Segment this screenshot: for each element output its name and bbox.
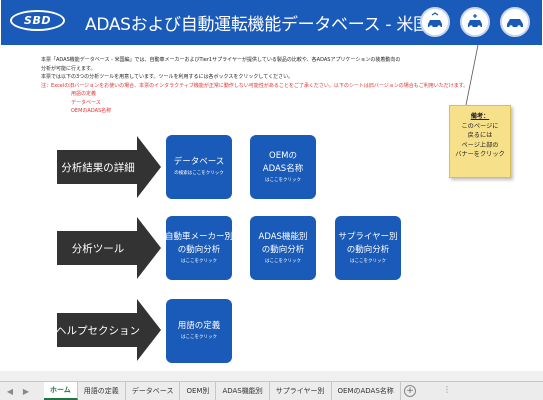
tile-title: データベース bbox=[173, 157, 225, 167]
tile-title: ADAS機能別 bbox=[258, 231, 308, 242]
supplier-trend-button[interactable]: サプライヤー別 の動向分析 はここをクリック bbox=[335, 216, 401, 280]
sheet-tabs: ホーム 用語の定義 データベース OEM別 ADAS機能別 サプライヤー別 OE… bbox=[44, 382, 401, 400]
cursor-car-icon[interactable] bbox=[460, 7, 490, 37]
sheet-tab-home[interactable]: ホーム bbox=[44, 382, 78, 400]
section-label: ヘルプセクション bbox=[56, 324, 140, 337]
section-label: 分析ツール bbox=[71, 242, 125, 255]
prev-sheet-icon[interactable]: ◀ bbox=[6, 386, 14, 396]
tile-title: の動向分析 bbox=[261, 244, 305, 255]
sbd-logo: SBD bbox=[10, 10, 65, 31]
sticky-line: このページに bbox=[461, 122, 499, 130]
intro-line-3: 本票では以下の3つの分析ツールを用意しています。ツールを利用するには各ボックスを… bbox=[41, 74, 294, 80]
next-sheet-icon[interactable]: ▶ bbox=[22, 386, 30, 396]
intro-link-database[interactable]: データベース bbox=[71, 99, 101, 106]
oem-adas-names-button[interactable]: OEMの ADAS名称 はここをクリック bbox=[250, 135, 316, 199]
horizontal-scroll-area[interactable] bbox=[0, 371, 543, 381]
sticky-line: バナーをクリック bbox=[455, 151, 505, 158]
more-options-icon[interactable]: ⋮ bbox=[443, 385, 451, 394]
tile-subtitle: の検索はここをクリック bbox=[174, 171, 224, 176]
sheet-tab-oem[interactable]: OEM別 bbox=[180, 382, 217, 400]
sticky-line: 戻るには bbox=[467, 132, 493, 139]
database-button[interactable]: データベース の検索はここをクリック bbox=[166, 135, 232, 199]
add-sheet-icon[interactable]: + bbox=[404, 385, 416, 397]
connector-line bbox=[465, 45, 479, 106]
tile-subtitle: はここをクリック bbox=[265, 177, 301, 183]
intro-note: 注：Excelの旧バージョンをお使いの場合、本票のインタラクティブ機能が正常に動… bbox=[41, 82, 469, 89]
tile-title: ADAS名称 bbox=[262, 163, 304, 174]
logo-text: SBD bbox=[24, 14, 51, 27]
section-arrow-analysis-details: 分析結果の詳細 bbox=[57, 136, 161, 198]
tile-title: OEMの bbox=[269, 150, 297, 161]
car-icon[interactable] bbox=[500, 7, 530, 37]
section-label: 分析結果の詳細 bbox=[61, 161, 135, 174]
tile-subtitle: はここをクリック bbox=[181, 258, 217, 264]
header-banner[interactable]: SBD ADASおよび自動運転機能データベース - 米国編 bbox=[1, 0, 542, 45]
tile-subtitle: はここをクリック bbox=[265, 258, 301, 264]
sticky-heading: 備考： bbox=[470, 113, 490, 120]
tile-title: 用語の定義 bbox=[177, 321, 221, 331]
tile-subtitle: はここをクリック bbox=[181, 335, 217, 340]
intro-text: 本票「ADAS機能データベース - 米国編」では、自動車メーカーおよびTier1… bbox=[41, 56, 469, 116]
sheet-tab-database[interactable]: データベース bbox=[126, 382, 181, 400]
adas-function-trend-button[interactable]: ADAS機能別 の動向分析 はここをクリック bbox=[250, 216, 316, 280]
sheet-tab-terms[interactable]: 用語の定義 bbox=[78, 382, 126, 400]
tile-title: の動向分析 bbox=[177, 244, 221, 255]
terms-definition-button[interactable]: 用語の定義 はここをクリック bbox=[166, 299, 232, 363]
tile-title: サプライヤー別 bbox=[338, 231, 398, 242]
sheet-tab-bar: ◀ ▶ ホーム 用語の定義 データベース OEM別 ADAS機能別 サプライヤー… bbox=[0, 381, 543, 400]
page-title: ADASおよび自動運転機能データベース - 米国編 bbox=[85, 15, 447, 35]
tile-title: の動向分析 bbox=[346, 244, 390, 255]
intro-line-1: 本票「ADAS機能データベース - 米国編」では、自動車メーカーおよびTier1… bbox=[41, 57, 401, 63]
section-arrow-analysis-tools: 分析ツール bbox=[57, 217, 161, 279]
sticky-note: 備考： このページに 戻るには ページ上部の バナーをクリック bbox=[449, 105, 511, 178]
sheet-tab-supplier[interactable]: サプライヤー別 bbox=[270, 382, 332, 400]
tile-title: 自動車メーカー別 bbox=[165, 231, 234, 242]
tile-subtitle: はここをクリック bbox=[350, 258, 386, 264]
sticky-line: ページ上部の bbox=[461, 141, 499, 149]
intro-link-terms[interactable]: 用語の定義 bbox=[71, 91, 97, 97]
sheet-tab-oem-adas-names[interactable]: OEMのADAS名称 bbox=[332, 382, 401, 400]
intro-line-2: 分析が可能に行えます。 bbox=[41, 65, 96, 72]
intro-link-oem-adas[interactable]: OEMのADAS名称 bbox=[71, 108, 112, 114]
home-car-icon[interactable] bbox=[420, 7, 450, 37]
sheet-tab-adas-function[interactable]: ADAS機能別 bbox=[216, 382, 270, 400]
section-arrow-help: ヘルプセクション bbox=[56, 299, 161, 361]
maker-trend-button[interactable]: 自動車メーカー別 の動向分析 はここをクリック bbox=[165, 216, 234, 280]
